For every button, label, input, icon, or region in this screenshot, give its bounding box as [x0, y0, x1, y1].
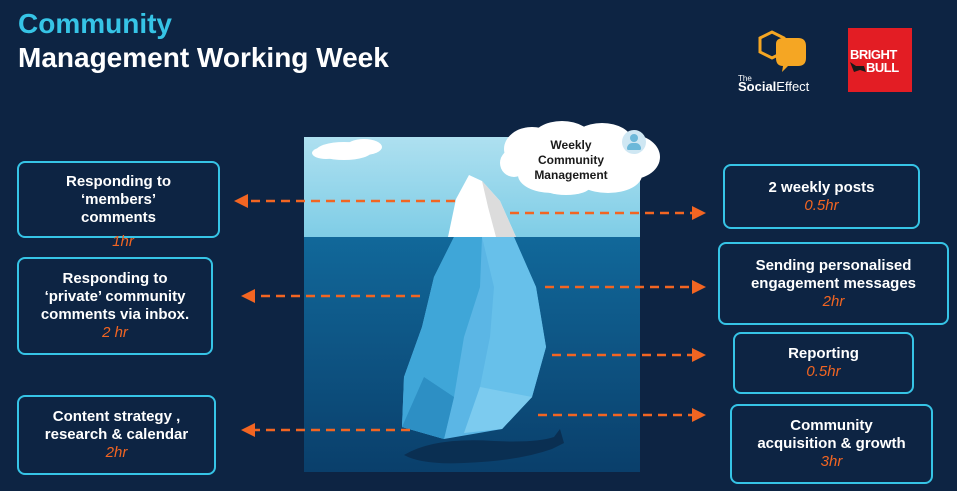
task-label: Responding to ‘private’ community commen… [40, 270, 190, 323]
task-box-acquisition-growth: Community acquisition & growth 3hr [730, 404, 933, 484]
task-hours: 0.5hr [806, 363, 841, 380]
logo-text-bright: BRIGHT [850, 47, 897, 62]
task-label: Content strategy , research & calendar [44, 408, 189, 443]
task-hours: 0.5hr [804, 196, 839, 214]
task-box-reporting: Reporting 0.5hr [733, 332, 914, 394]
thought-cloud [500, 121, 660, 193]
task-hours: 1hr [112, 233, 134, 250]
bull-icon [850, 62, 866, 72]
task-box-members-hours: 1hr [96, 233, 150, 251]
cloud-left [312, 139, 382, 160]
task-hours: 2hr [105, 444, 128, 461]
social-effect-logo: The SocialEffect [738, 30, 828, 94]
task-box-content-strategy: Content strategy , research & calendar 2… [17, 395, 216, 475]
logo-text-social-effect: SocialEffect [738, 79, 810, 94]
task-label: Reporting [788, 345, 859, 362]
task-hours: 2hr [822, 292, 845, 310]
logo-text-bull: BULL [866, 60, 899, 75]
speech-bubbles-icon [758, 30, 806, 72]
task-label: Sending personalised engagement messages [750, 256, 917, 292]
task-box-engagement-messages: Sending personalised engagement messages… [718, 242, 949, 325]
task-label: Community acquisition & growth [757, 417, 906, 452]
title-line-1: Community [18, 8, 172, 39]
task-label: Responding to ‘members’ comments [66, 172, 171, 226]
task-box-weekly-posts: 2 weekly posts 0.5hr [723, 164, 920, 229]
task-hours: 2 hr [102, 324, 128, 341]
task-label: 2 weekly posts [768, 178, 875, 196]
title-line-2: Management Working Week [18, 42, 389, 73]
bubble-text: Weekly Community Management [534, 138, 608, 182]
task-box-members-comments: Responding to ‘members’ comments [17, 161, 220, 238]
user-icon [622, 130, 646, 154]
logo-text-the: The [738, 74, 752, 83]
task-box-private-comments: Responding to ‘private’ community commen… [17, 257, 213, 355]
task-hours: 3hr [820, 453, 843, 470]
bright-bull-logo: BRIGHT BULL [848, 28, 912, 92]
